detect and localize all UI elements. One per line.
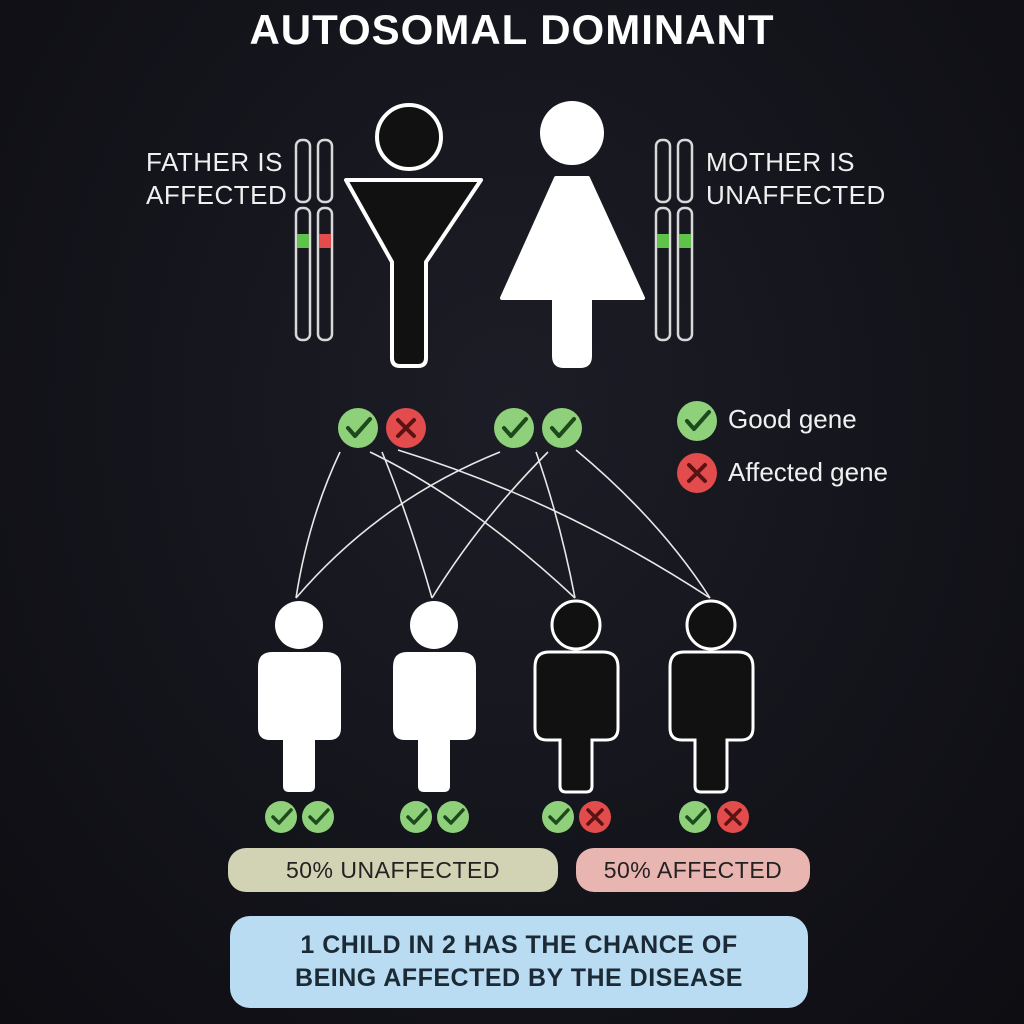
- child-1-gene-check-icon-1: [263, 799, 299, 835]
- affected-result-pill: 50% AFFECTED: [576, 848, 810, 892]
- child-3-gene-check-icon: [540, 799, 576, 835]
- line-f1-c1: [295, 451, 341, 599]
- line-m1-c3: [535, 451, 576, 599]
- child-2-unaffected: [393, 601, 476, 792]
- child-3-affected: [533, 599, 620, 794]
- father-gene-affected-icon: [384, 406, 428, 450]
- father-label: FATHER IS AFFECTED: [146, 146, 287, 212]
- mother-good-allele-2: [679, 234, 691, 248]
- legend-good-label: Good gene: [728, 404, 857, 434]
- child-3-gene-cross-icon: [577, 799, 613, 835]
- page-title: AUTOSOMAL DOMINANT: [249, 6, 775, 53]
- footer-line1: 1 CHILD IN 2 HAS THE CHANCE OF: [300, 931, 738, 959]
- father-good-allele: [297, 234, 309, 248]
- father-affected-allele: [319, 234, 331, 248]
- father-gene-good-icon: [336, 406, 380, 450]
- mother-label-line1: MOTHER IS: [706, 147, 855, 177]
- child-4-affected: [668, 599, 755, 794]
- mother-label-line2: UNAFFECTED: [706, 180, 886, 210]
- child-2-gene-check-icon-2: [435, 799, 471, 835]
- line-m2-c4: [575, 449, 711, 599]
- line-f2-c2: [381, 451, 433, 599]
- father-label-line1: FATHER IS: [146, 147, 283, 177]
- mother-gene-good-icon-1: [492, 406, 536, 450]
- line-f1-c3: [369, 451, 576, 599]
- father-label-line2: AFFECTED: [146, 180, 288, 210]
- legend-affected-label: Affected gene: [728, 457, 888, 487]
- child-2-gene-check-icon-1: [398, 799, 434, 835]
- line-f2-c4: [397, 449, 711, 599]
- footer-note: 1 CHILD IN 2 HAS THE CHANCE OF BEING AFF…: [230, 916, 808, 1008]
- child-1-unaffected: [258, 601, 341, 792]
- father-figure: [344, 103, 483, 368]
- footer-line2: BEING AFFECTED BY THE DISEASE: [295, 964, 743, 992]
- father-chromosomes: [294, 138, 334, 342]
- legend-cross-icon: [675, 451, 719, 495]
- child-4-gene-check-icon: [677, 799, 713, 835]
- mother-figure: [500, 101, 645, 368]
- line-m1-c1: [295, 451, 501, 599]
- line-m2-c2: [431, 451, 549, 599]
- mother-gene-good-icon-2: [540, 406, 584, 450]
- unaffected-result-pill: 50% UNAFFECTED: [228, 848, 558, 892]
- mother-good-allele-1: [657, 234, 669, 248]
- legend-check-icon: [675, 399, 719, 443]
- mother-chromosomes: [654, 138, 694, 342]
- inheritance-lines: [295, 449, 711, 599]
- child-4-gene-cross-icon: [715, 799, 751, 835]
- child-1-gene-check-icon-2: [300, 799, 336, 835]
- mother-label: MOTHER IS UNAFFECTED: [706, 146, 886, 212]
